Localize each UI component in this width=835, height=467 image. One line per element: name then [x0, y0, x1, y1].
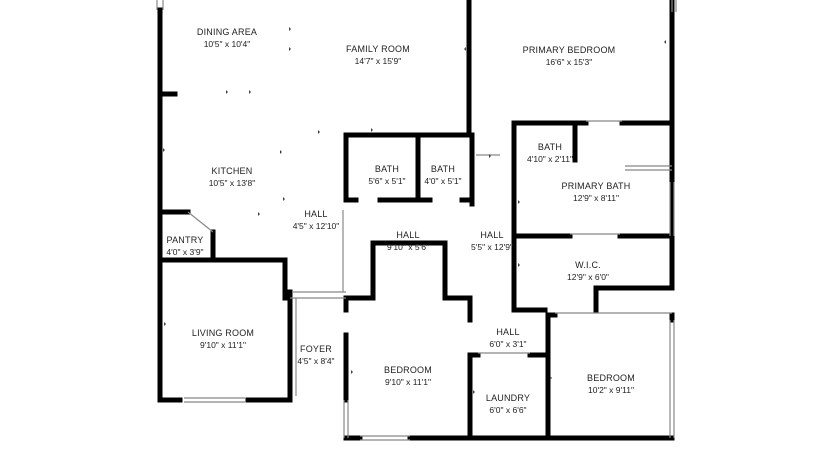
room-name: PRIMARY BATH	[561, 181, 631, 191]
room-name: FOYER	[299, 344, 333, 354]
room-dimensions: 14'7" x 15'9"	[354, 56, 402, 66]
room-bedroom-right: BEDROOM 10'2" x 9'11"	[587, 372, 635, 396]
room-name: BATH	[537, 142, 563, 152]
room-name: HALL	[304, 209, 328, 219]
room-dimensions: 4'5" x 12'10"	[292, 221, 340, 231]
room-primary-bath: PRIMARY BATH 12'9" x 8'11"	[562, 180, 631, 204]
room-dimensions: 4'0" x 5'1"	[424, 176, 462, 186]
room-dimensions: 9'10" x 11'1"	[200, 340, 246, 350]
room-hall-small: HALL 6'0" x 3'1"	[489, 326, 526, 350]
room-name: HALL	[396, 230, 420, 240]
room-dimensions: 4'0" x 3'9"	[166, 247, 204, 257]
room-dimensions: 10'5" x 10'4"	[203, 39, 251, 49]
room-bath-middle: BATH 4'0" x 5'1"	[424, 163, 461, 187]
room-dimensions: 9'10" x 11'1"	[385, 377, 431, 387]
room-bath-primary: BATH 4'10" x 2'11"	[527, 141, 573, 165]
room-name: DINING AREA	[196, 27, 258, 37]
room-name: LIVING ROOM	[191, 328, 255, 338]
room-kitchen: KITCHEN 10'5" x 13'8"	[209, 165, 256, 189]
room-pantry: PANTRY 4'0" x 3'9"	[166, 234, 203, 258]
room-dimensions: 12'9" x 6'0"	[567, 272, 609, 282]
room-primary-bedroom: PRIMARY BEDROOM 16'6" x 15'3"	[523, 44, 616, 68]
room-bedroom-center: BEDROOM 9'10" x 11'1"	[384, 364, 432, 388]
room-laundry: LAUNDRY 6'0" x 6'6"	[486, 392, 530, 416]
windows-and-doors	[156, 0, 677, 441]
room-dimensions: 9'10" x 5'6"	[387, 242, 429, 252]
room-dimensions: 12'9" x 8'11"	[572, 193, 619, 203]
room-name: HALL	[496, 327, 520, 337]
room-name: PANTRY	[166, 235, 204, 245]
room-hall-right: HALL 5'5" x 12'9"	[471, 229, 513, 253]
room-name: PRIMARY BEDROOM	[522, 45, 616, 55]
room-dimensions: 10'5" x 13'8"	[208, 178, 256, 188]
room-name: HALL	[480, 230, 504, 240]
room-family-room: FAMILY ROOM 14'7" x 15'9"	[346, 43, 410, 67]
room-dimensions: 10'2" x 9'11"	[588, 385, 634, 395]
room-dimensions: 4'5" x 8'4"	[297, 356, 335, 366]
room-name: FAMILY ROOM	[346, 44, 410, 54]
room-dimensions: 5'6" x 5'1"	[368, 176, 406, 186]
room-dining-area: DINING AREA 10'5" x 10'4"	[197, 26, 257, 50]
room-name: LAUNDRY	[485, 393, 531, 403]
room-name: BATH	[430, 164, 456, 174]
room-dimensions: 4'10" x 2'11"	[527, 154, 573, 164]
room-dimensions: 5'5" x 12'9"	[471, 242, 513, 252]
room-name: BATH	[374, 164, 400, 174]
room-name: W.I.C.	[575, 260, 601, 270]
room-name: BEDROOM	[587, 373, 635, 383]
room-dimensions: 6'0" x 6'6"	[489, 405, 527, 415]
room-dimensions: 16'6" x 15'3"	[545, 57, 593, 67]
room-bath-left: BATH 5'6" x 5'1"	[368, 163, 405, 187]
room-name: KITCHEN	[211, 166, 253, 176]
room-foyer: FOYER 4'5" x 8'4"	[297, 343, 334, 367]
dimension-ticks	[163, 27, 666, 394]
room-hall-left: HALL 4'5" x 12'10"	[293, 208, 340, 232]
walls	[157, 0, 675, 441]
room-living-room: LIVING ROOM 9'10" x 11'1"	[192, 327, 254, 351]
room-wic: W.I.C. 12'9" x 6'0"	[567, 259, 609, 283]
room-hall-center: HALL 9'10" x 5'6"	[387, 229, 429, 253]
room-dimensions: 6'0" x 3'1"	[489, 339, 527, 349]
room-name: BEDROOM	[384, 365, 432, 375]
